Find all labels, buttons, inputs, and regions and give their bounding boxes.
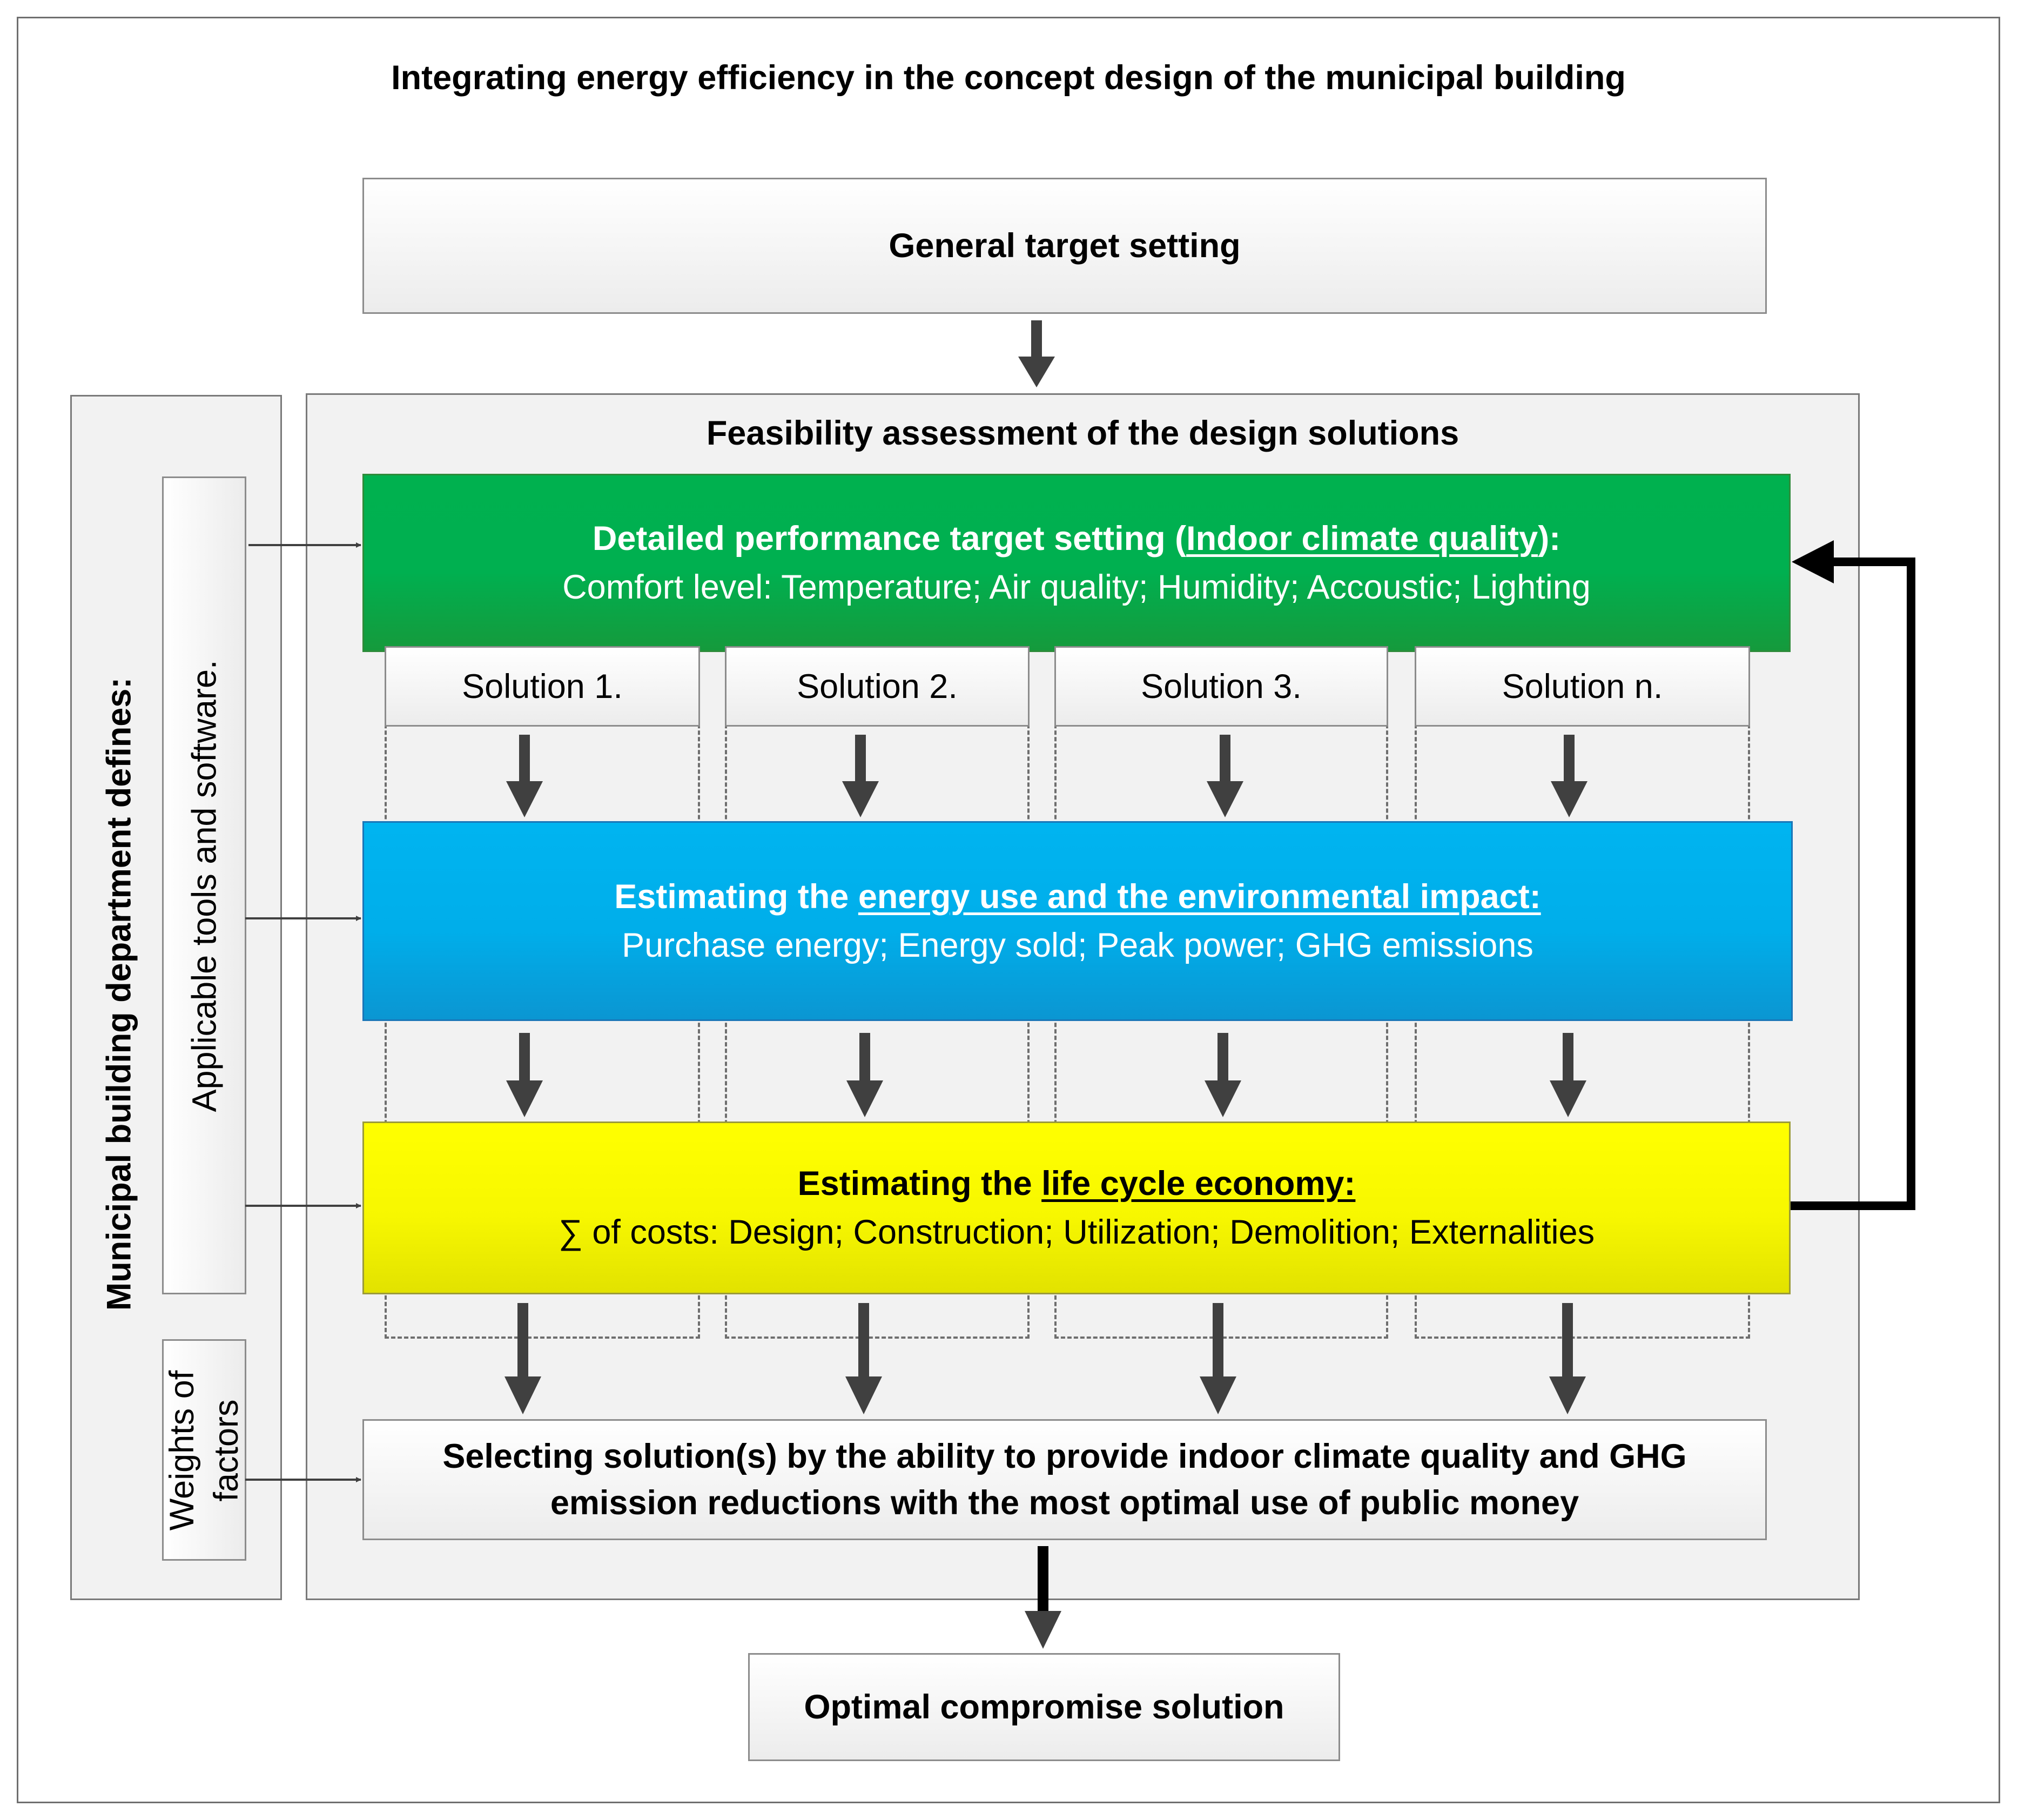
indoor-heading-underlined: Indoor climate quality — [1186, 520, 1538, 558]
economy-heading-prefix: Estimating the — [797, 1165, 1042, 1203]
tools-box — [162, 476, 246, 1294]
life-cycle-heading: Estimating the life cycle economy: — [798, 1159, 1356, 1208]
thin-input-arrows — [245, 542, 361, 1482]
solution-label-1: Solution 1. — [462, 667, 623, 706]
down-arrow-general-to-feasibility — [1018, 320, 1055, 387]
general-target-box: General target setting — [362, 178, 1767, 314]
indoor-heading-prefix: Detailed performance target setting ( — [592, 520, 1187, 558]
optimal-solution-box: Optimal compromise solution — [748, 1653, 1340, 1761]
solution-label-2: Solution 2. — [797, 667, 958, 706]
down-arrow-to-optimal — [1025, 1546, 1061, 1649]
solution-label-3: Solution 3. — [1141, 667, 1302, 706]
indoor-climate-heading: Detailed performance target setting (Ind… — [593, 514, 1560, 563]
selecting-solutions-label: Selecting solution(s) by the ability to … — [442, 1438, 1687, 1522]
solution-label-n: Solution n. — [1502, 667, 1663, 706]
weights-box — [162, 1339, 246, 1561]
solution-box-1: Solution 1. — [385, 646, 700, 727]
indoor-heading-suffix: ): — [1538, 520, 1561, 558]
energy-impact-box: Estimating the energy use and the enviro… — [362, 821, 1793, 1021]
diagram-title: Integrating energy efficiency in the con… — [391, 59, 1626, 97]
feedback-arrow — [1791, 540, 1915, 1210]
optimal-solution-label: Optimal compromise solution — [804, 1688, 1284, 1726]
indoor-climate-detail: Comfort level: Temperature; Air quality;… — [562, 568, 1591, 606]
general-target-label: General target setting — [889, 227, 1241, 265]
down-arrows-row-3 — [504, 1303, 1586, 1414]
solution-box-n: Solution n. — [1415, 646, 1750, 727]
economy-heading-underlined: life cycle economy: — [1041, 1165, 1356, 1203]
life-cycle-economy-box: Estimating the life cycle economy: ∑ of … — [362, 1121, 1791, 1294]
solution-box-2: Solution 2. — [725, 646, 1030, 727]
solution-box-3: Solution 3. — [1054, 646, 1388, 727]
energy-impact-heading: Estimating the energy use and the enviro… — [614, 872, 1541, 921]
indoor-climate-target-box: Detailed performance target setting (Ind… — [362, 474, 1791, 652]
down-arrows-row-1 — [506, 735, 1588, 817]
life-cycle-detail: ∑ of costs: Design; Construction; Utiliz… — [558, 1213, 1595, 1251]
energy-heading-prefix: Estimating the — [614, 878, 858, 916]
energy-impact-detail: Purchase energy; Energy sold; Peak power… — [622, 926, 1533, 964]
selecting-solutions-box: Selecting solution(s) by the ability to … — [362, 1419, 1767, 1540]
energy-heading-underlined: energy use and the environmental impact: — [858, 878, 1541, 916]
down-arrows-row-2 — [506, 1033, 1586, 1117]
feasibility-title: Feasibility assessment of the design sol… — [706, 414, 1459, 452]
